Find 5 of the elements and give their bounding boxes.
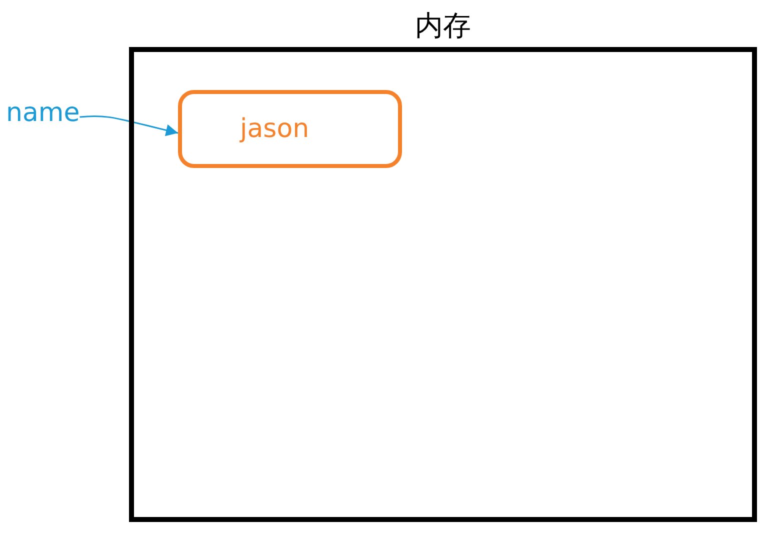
value-text: jason: [240, 113, 310, 146]
value-box: [178, 90, 402, 168]
arrow: [80, 115, 178, 136]
heading: 内存: [414, 8, 472, 44]
variable-label: name: [6, 93, 80, 133]
